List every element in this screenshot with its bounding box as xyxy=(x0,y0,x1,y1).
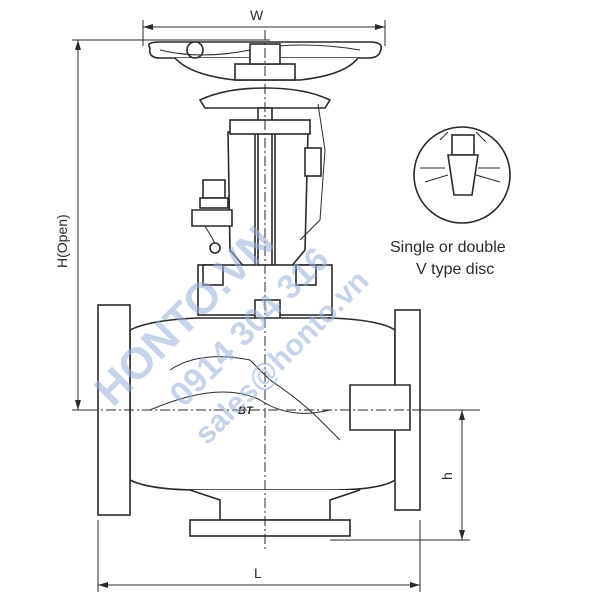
dimension-w: W xyxy=(142,7,386,46)
centerline xyxy=(88,30,430,550)
dimension-l-label: L xyxy=(254,565,262,581)
dimension-h-open-label: H(Open) xyxy=(54,214,70,268)
detail-caption-line1: Single or double xyxy=(390,239,506,256)
dimension-h: h xyxy=(330,410,470,541)
gland-bolt xyxy=(191,179,233,254)
dimension-w-label: W xyxy=(250,7,264,23)
dimension-h-label: h xyxy=(439,472,455,480)
dimension-l: L xyxy=(97,520,421,592)
detail-caption-line2: V type disc xyxy=(416,261,494,278)
disc-detail xyxy=(413,126,511,224)
body-mark: BT xyxy=(238,405,254,417)
